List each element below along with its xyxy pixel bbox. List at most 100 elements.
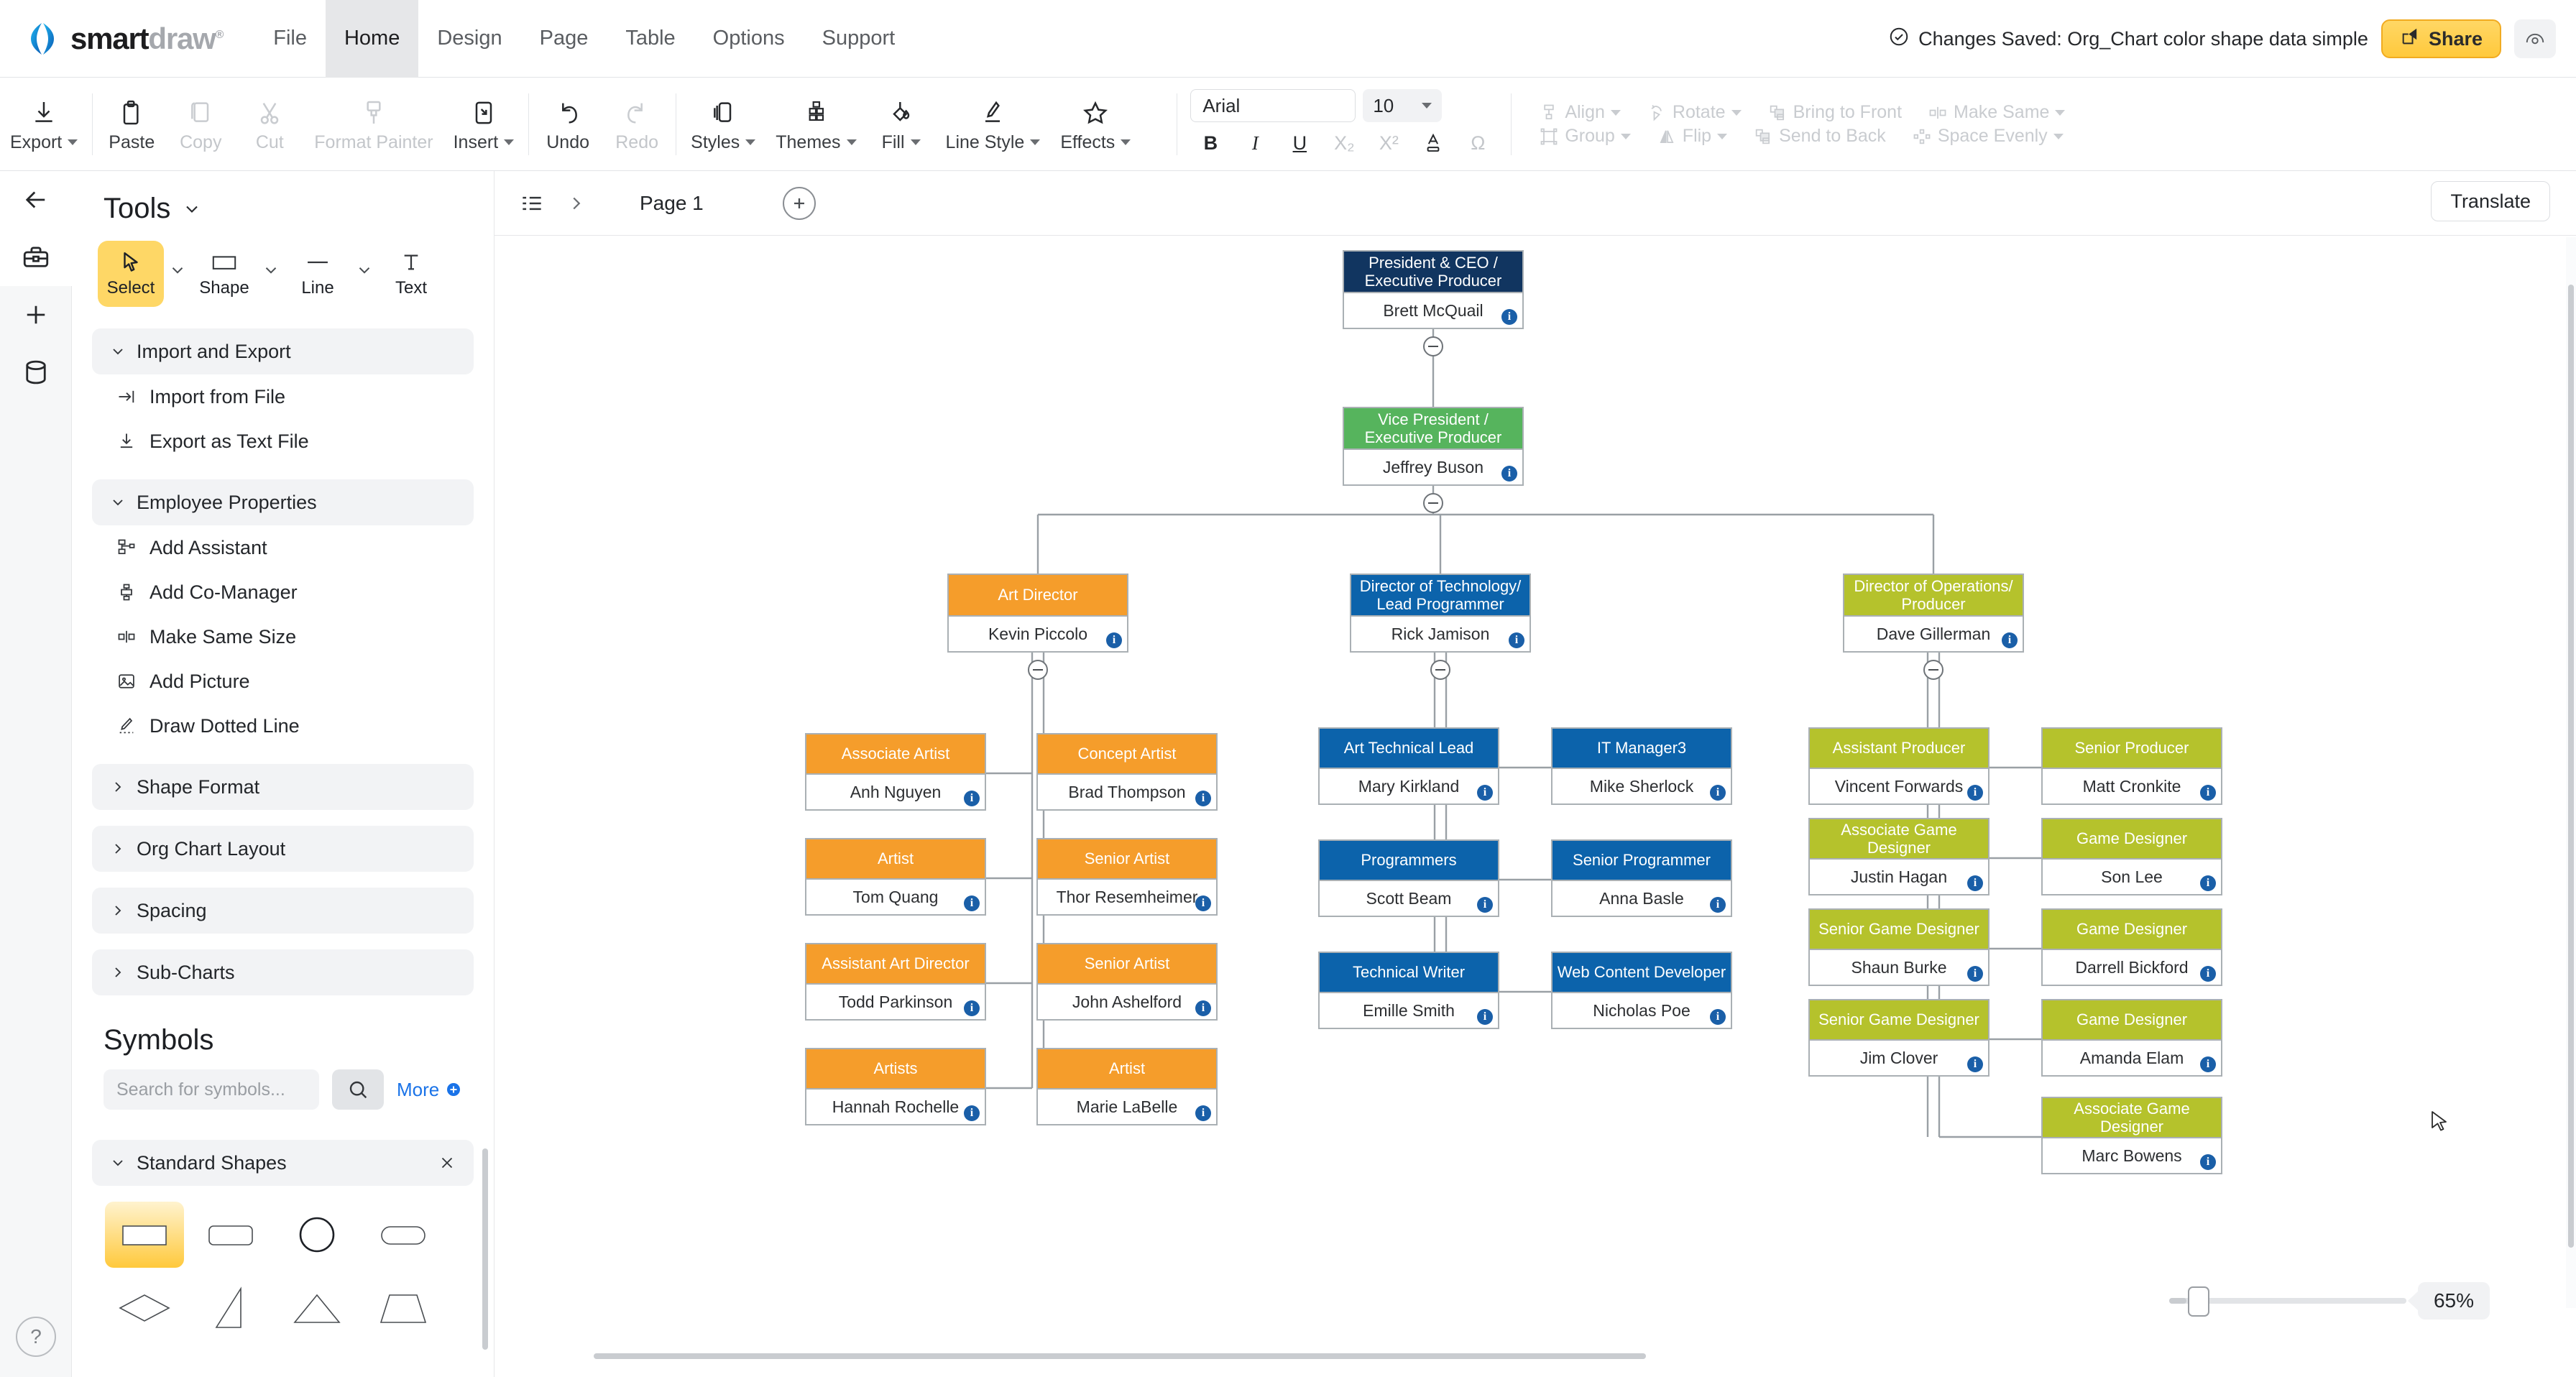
section-spacing[interactable]: Spacing (92, 888, 474, 934)
section-employee-properties[interactable]: Employee Properties (92, 479, 474, 525)
info-icon[interactable]: i (1967, 785, 1983, 801)
panel-scrollbar-thumb[interactable] (482, 1148, 488, 1350)
shape-right-triangle[interactable] (191, 1275, 270, 1341)
collapse-toggle[interactable] (1423, 493, 1443, 513)
info-icon[interactable]: i (964, 895, 980, 911)
info-icon[interactable]: i (1710, 897, 1726, 913)
section-shape-format[interactable]: Shape Format (92, 764, 474, 810)
horizontal-scrollbar-thumb[interactable] (594, 1353, 1646, 1359)
zoom-slider-handle[interactable] (2187, 1286, 2209, 1317)
vertical-scrollbar-thumb[interactable] (2568, 285, 2574, 1248)
info-icon[interactable]: i (964, 791, 980, 806)
underline-button[interactable]: U (1292, 132, 1307, 154)
font-color-button[interactable] (1413, 126, 1453, 160)
info-icon[interactable]: i (1195, 791, 1211, 806)
info-icon[interactable]: i (2200, 875, 2216, 891)
info-icon[interactable]: i (2002, 632, 2018, 648)
add-co-manager-item[interactable]: Add Co-Manager (72, 570, 494, 614)
import-from-file-item[interactable]: Import from File (72, 374, 494, 419)
more-symbols-link[interactable]: More (397, 1079, 462, 1101)
page-tab-1[interactable]: Page 1 (640, 191, 704, 214)
tool-select[interactable]: Select (98, 241, 164, 307)
shape-rounded-rectangle[interactable] (191, 1202, 270, 1268)
bold-button[interactable]: B (1203, 132, 1218, 154)
info-icon[interactable]: i (1501, 466, 1517, 482)
search-button[interactable] (332, 1069, 384, 1110)
fill-button[interactable]: Fill (867, 78, 936, 171)
canvas-expand-chevron-icon[interactable] (556, 183, 597, 224)
collapse-toggle[interactable] (1430, 660, 1450, 680)
chevron-down-icon[interactable] (355, 261, 374, 280)
effects-button[interactable]: Effects (1050, 78, 1141, 171)
paste-button[interactable]: Paste (97, 78, 166, 171)
rail-tools-button[interactable] (0, 229, 72, 286)
collapse-toggle[interactable] (1923, 660, 1944, 680)
shape-rectangle[interactable] (105, 1202, 184, 1268)
shape-diamond[interactable] (105, 1275, 184, 1341)
rail-back-button[interactable] (0, 171, 72, 229)
insert-button[interactable]: Insert (443, 78, 525, 171)
draw-dotted-line-item[interactable]: Draw Dotted Line (72, 704, 494, 748)
menu-options[interactable]: Options (712, 27, 785, 50)
themes-button[interactable]: Themes (765, 78, 866, 171)
menu-support[interactable]: Support (822, 27, 896, 50)
collapse-toggle[interactable] (1028, 660, 1048, 680)
info-icon[interactable]: i (1477, 897, 1493, 913)
menu-page[interactable]: Page (539, 27, 589, 50)
rail-add-button[interactable] (0, 286, 72, 344)
info-icon[interactable]: i (1195, 1105, 1211, 1121)
info-icon[interactable]: i (2200, 1154, 2216, 1170)
info-icon[interactable]: i (1477, 785, 1493, 801)
section-sub-charts[interactable]: Sub-Charts (92, 949, 474, 995)
section-org-chart-layout[interactable]: Org Chart Layout (92, 826, 474, 872)
line-style-button[interactable]: Line Style (936, 78, 1051, 171)
close-x-icon[interactable] (438, 1153, 456, 1172)
info-icon[interactable]: i (2200, 785, 2216, 801)
info-icon[interactable]: i (1710, 1009, 1726, 1025)
preview-eye-icon[interactable] (2514, 19, 2556, 58)
search-input[interactable]: Search for symbols... (104, 1069, 319, 1110)
styles-button[interactable]: Styles (681, 78, 765, 171)
vertical-scrollbar[interactable] (2566, 237, 2576, 1308)
tool-text[interactable]: Text (378, 241, 444, 307)
shape-circle[interactable] (277, 1202, 356, 1268)
zoom-level-value[interactable]: 65% (2407, 1282, 2490, 1320)
italic-button[interactable]: I (1251, 132, 1259, 154)
menu-table[interactable]: Table (625, 27, 676, 50)
info-icon[interactable]: i (1967, 1056, 1983, 1072)
menu-file[interactable]: File (273, 27, 307, 50)
export-as-text-file-item[interactable]: Export as Text File (72, 419, 494, 464)
info-icon[interactable]: i (1195, 895, 1211, 911)
info-icon[interactable]: i (1477, 1009, 1493, 1025)
rail-data-button[interactable] (0, 344, 72, 401)
info-icon[interactable]: i (1967, 966, 1983, 982)
info-icon[interactable]: i (964, 1105, 980, 1121)
tools-panel-title[interactable]: Tools (72, 171, 494, 241)
shape-triangle[interactable] (277, 1275, 356, 1341)
collapse-toggle[interactable] (1423, 336, 1443, 356)
add-page-button[interactable] (782, 186, 816, 220)
